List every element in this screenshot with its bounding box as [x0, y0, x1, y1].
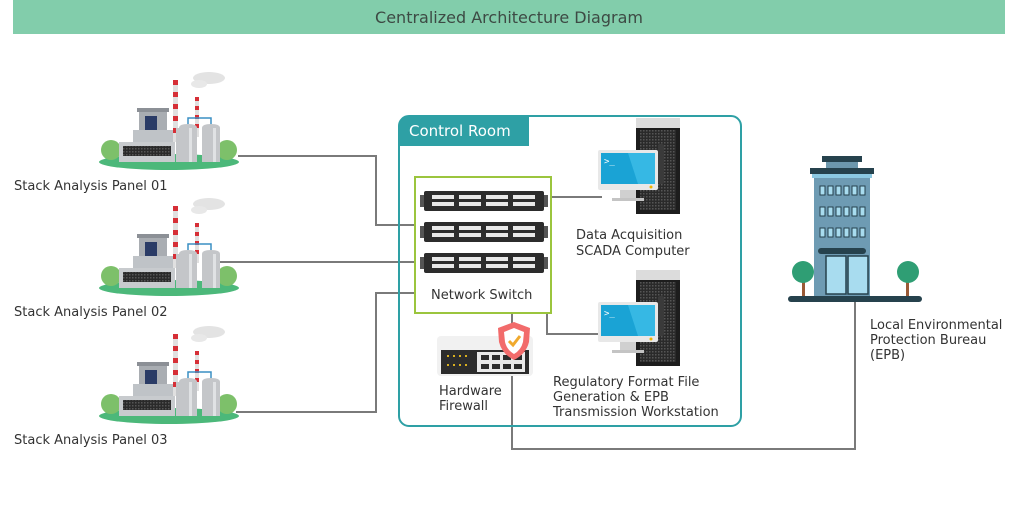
factory-icon-panel-03: [98, 325, 240, 425]
control-room-frame: [398, 115, 742, 427]
epb-label-line1: Local Environmental: [870, 318, 1003, 333]
title-banner: Centralized Architecture Diagram: [13, 0, 1005, 34]
firewall-label-line2: Firewall: [439, 399, 489, 414]
scada-label-line1: Data Acquisition: [576, 228, 683, 243]
factory-icon-panel-01: [98, 71, 240, 171]
shield-check-icon: [498, 322, 530, 360]
workstation-computer-icon: [598, 270, 680, 366]
scada-computer-icon: [598, 118, 680, 214]
network-switch-label: Network Switch: [431, 288, 533, 303]
firewall-label-line1: Hardware: [439, 384, 502, 399]
connector-panel01-switch: [238, 155, 417, 226]
control-room-label: Control Room: [409, 122, 511, 140]
epb-building-icon: [788, 156, 922, 302]
epb-label-line3: (EPB): [870, 348, 906, 363]
connector-switch-workstation: [546, 314, 600, 335]
diagram-title: Centralized Architecture Diagram: [375, 7, 643, 27]
epb-label-line2: Protection Bureau: [870, 333, 987, 348]
switch-unit-icon: [420, 253, 548, 273]
panel-03-label: Stack Analysis Panel 03: [14, 433, 168, 448]
workstation-label-line2: Generation & EPB: [553, 390, 669, 405]
panel-02-label: Stack Analysis Panel 02: [14, 305, 168, 320]
connector-panel03-switch: [236, 292, 417, 413]
scada-label-line2: SCADA Computer: [576, 244, 690, 259]
connector-firewall-epb: [511, 300, 856, 450]
switch-unit-icon: [420, 222, 548, 242]
workstation-label-line1: Regulatory Format File: [553, 375, 700, 390]
factory-icon-panel-02: [98, 197, 240, 297]
workstation-label-line3: Transmission Workstation: [553, 405, 719, 420]
switch-unit-icon: [420, 191, 548, 211]
panel-01-label: Stack Analysis Panel 01: [14, 179, 168, 194]
control-room-tab: Control Room: [399, 116, 529, 146]
